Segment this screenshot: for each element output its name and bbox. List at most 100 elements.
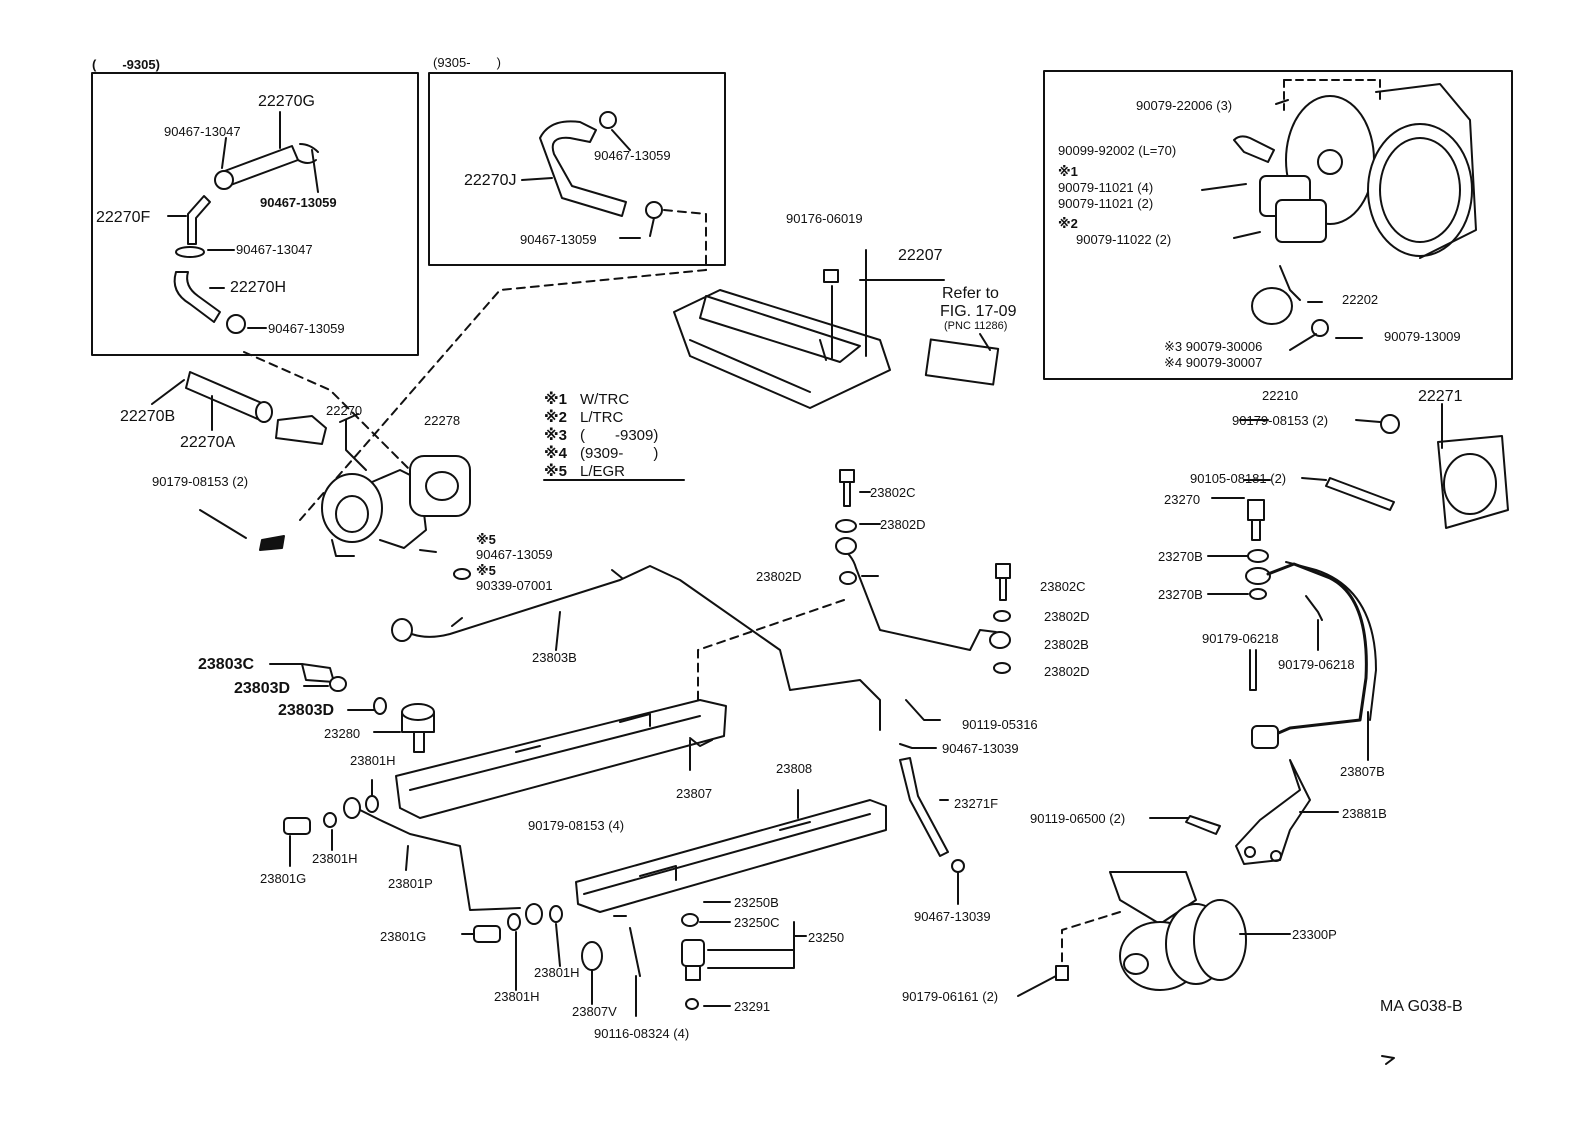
part-label-90467-13059: 90467-13059: [520, 232, 597, 247]
delivery-pipe-23808: [575, 789, 887, 917]
legend-text: (9309- ): [580, 445, 659, 462]
part-label-90079-22006: 90079-22006 (3): [1136, 98, 1233, 113]
reference-note: FIG. 17-09: [940, 303, 1017, 320]
part-label-23280: 23280: [324, 726, 361, 741]
part-label-23802B: 23802B: [1044, 637, 1089, 652]
part-label-22270F: 22270F: [96, 209, 151, 226]
gasket-22271: [1355, 403, 1509, 529]
legend-text: L/TRC: [580, 409, 624, 426]
part-label-90467-13039: 90467-13039: [914, 909, 991, 924]
part-label-90467-13059: 90467-13059: [594, 148, 671, 163]
part-label-90079-30006: ※3 90079-30006: [1164, 339, 1263, 354]
part-label-90179-06218: 90179-06218: [1278, 657, 1355, 672]
part-label-90467-13059: 90467-13059: [268, 321, 345, 336]
part-label-23807B: 23807B: [1340, 764, 1385, 779]
note-mark-5: ※5: [476, 532, 496, 547]
legend-item: ※2 L/TRC: [544, 409, 623, 426]
part-label-90179-08153: 90179-08153 (2): [1232, 413, 1329, 428]
part-label-23300P: 23300P: [1292, 927, 1337, 942]
part-label-90079-11021: 90079-11021 (2): [1058, 196, 1154, 211]
legend-mark: ※1: [544, 391, 567, 408]
part-label-90119-06500: 90119-06500 (2): [1030, 811, 1126, 826]
part-label-23801G: 23801G: [260, 871, 307, 886]
part-label-90079-11021: 90079-11021 (4): [1058, 180, 1154, 195]
pulsation-damper-23270: [1207, 477, 1395, 600]
part-label-22278: 22278: [424, 413, 461, 428]
cover-22207: [673, 249, 1000, 409]
part-label-23802D: 23802D: [1044, 664, 1090, 679]
part-label-22270J: 22270J: [464, 172, 517, 189]
legend-text: ( -9309): [580, 427, 659, 444]
part-label-22270A: 22270A: [180, 434, 236, 451]
hose-22270F: [175, 195, 211, 258]
legend-text: W/TRC: [580, 391, 630, 408]
part-label-23270: 23270: [1164, 492, 1201, 507]
part-label-23803B: 23803B: [532, 650, 577, 665]
part-label-90179-08153: 90179-08153 (2): [152, 474, 249, 489]
part-label-23802D: 23802D: [756, 569, 802, 584]
part-label-23807: 23807: [676, 786, 713, 801]
delivery-pipe-23807: [395, 699, 727, 819]
part-label-22202: 22202: [1342, 292, 1379, 307]
part-label-90119-05316: 90119-05316: [962, 717, 1038, 732]
part-label-90105-08181: 90105-08181 (2): [1190, 471, 1287, 486]
part-label-23801P: 23801P: [388, 876, 433, 891]
hose-22270A: [151, 371, 367, 471]
legend-text: L/EGR: [580, 463, 626, 480]
fuel-hose-23807B: [1249, 561, 1377, 761]
part-label-23250B: 23250B: [734, 895, 779, 910]
legend-item: ※1 W/TRC: [544, 391, 629, 408]
part-label-22210: 22210: [1262, 388, 1299, 403]
inset-middle-header: (9305- ): [433, 55, 501, 70]
part-label-22270G: 22270G: [258, 93, 315, 110]
throttle-body: [1201, 79, 1477, 351]
hose-22270J: [521, 111, 707, 271]
part-label-22270B: 22270B: [120, 408, 176, 425]
part-label-23802D: 23802D: [1044, 609, 1090, 624]
part-label-90467-13047: 90467-13047: [236, 242, 313, 257]
part-label-90176-06019: 90176-06019: [786, 211, 863, 226]
reference-note: (PNC 11286): [944, 320, 1008, 332]
part-label-22271: 22271: [1418, 388, 1463, 405]
note-mark-5: ※5: [476, 563, 496, 578]
part-label-23801H: 23801H: [350, 753, 396, 768]
legend-item: ※3 ( -9309): [544, 427, 658, 444]
part-label-90116-08324: 90116-08324 (4): [594, 1026, 690, 1041]
part-label-23807V: 23807V: [572, 1004, 617, 1019]
inset-left-header: ( -9305): [92, 57, 160, 72]
part-label-90079-30007: ※4 90079-30007: [1164, 355, 1263, 370]
damper-23300P: [1017, 871, 1291, 997]
part-label-23881B: 23881B: [1342, 806, 1387, 821]
union-23803C: [269, 663, 375, 711]
part-label-23250C: 23250C: [734, 915, 780, 930]
legend-mark: ※5: [544, 463, 567, 480]
pressure-regulator-23280: [373, 697, 435, 753]
bracket-23881B: [1149, 759, 1339, 865]
part-label-23802C: 23802C: [870, 485, 916, 500]
note-mark-2: ※2: [1058, 216, 1078, 231]
part-label-23250: 23250: [808, 930, 845, 945]
fuel-return-23801P: [283, 779, 563, 991]
part-label-90079-11022: 90079-11022 (2): [1076, 232, 1172, 247]
part-label-90179-06161: 90179-06161 (2): [902, 989, 999, 1004]
part-label-23802C: 23802C: [1040, 579, 1086, 594]
legend-mark: ※2: [544, 409, 567, 426]
part-label-23270B: 23270B: [1158, 549, 1203, 564]
injector-23250: [581, 901, 807, 1017]
part-label-90179-08153: 90179-08153 (4): [528, 818, 625, 833]
part-label-90179-06218: 90179-06218: [1202, 631, 1279, 646]
fuel-lines: [391, 469, 1011, 731]
part-label-22207: 22207: [898, 247, 943, 264]
legend-mark: ※4: [544, 445, 567, 462]
legend-mark: ※3: [544, 427, 567, 444]
part-label-22270H: 22270H: [230, 279, 287, 296]
part-label-90467-13059: 90467-13059: [476, 547, 553, 562]
part-label-23801H: 23801H: [534, 965, 580, 980]
part-label-23803D: 23803D: [278, 702, 335, 719]
part-label-23803D: 23803D: [234, 680, 291, 697]
note-mark-1: ※1: [1058, 164, 1078, 179]
legend-item: ※5 L/EGR: [544, 463, 625, 480]
inset-frame-right: [1043, 70, 1513, 380]
